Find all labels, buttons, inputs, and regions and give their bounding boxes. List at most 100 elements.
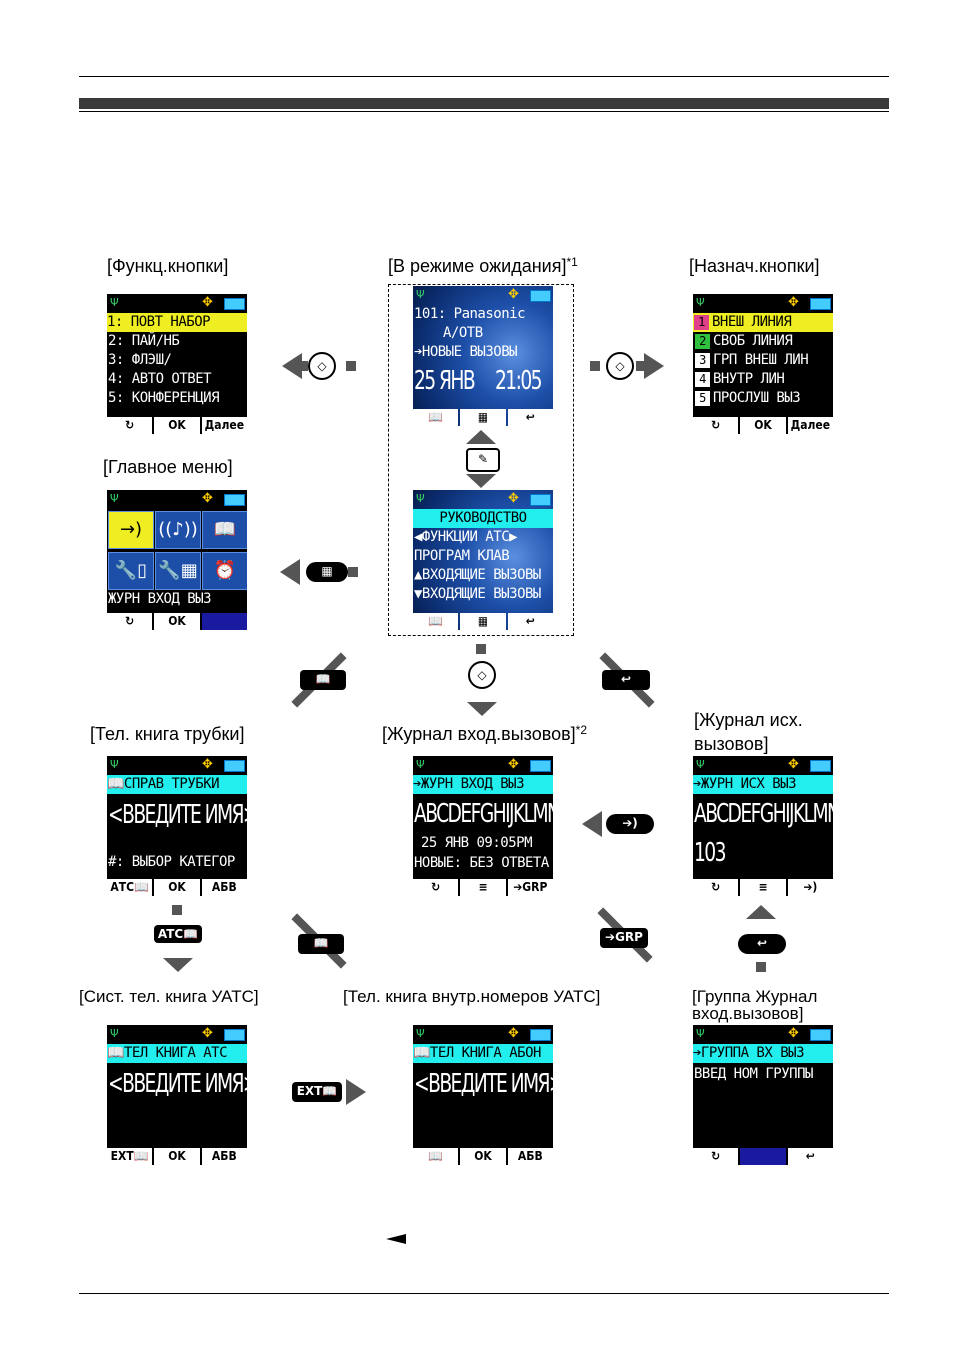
system-settings-icon: 🔧▦ — [155, 552, 201, 590]
soft-keys: 📖 ▦ ↩ — [413, 409, 553, 426]
soft-keys: ↻ ≡ ➔GRP — [413, 879, 553, 896]
incoming-log-name: ABCDEFGHIJKLMNOP — [414, 799, 553, 829]
soft-keys: ↻ OK Далее — [107, 417, 247, 434]
ext-phonebook-title: 📖ТЕЛ КНИГА АБОН — [413, 1044, 553, 1063]
standby-group-frame — [388, 284, 574, 636]
list-item: 4: АВТО ОТВЕТ — [108, 371, 212, 387]
arrow-tail — [348, 567, 358, 577]
soft-keys: EXT📖 OK АБВ — [107, 1148, 247, 1165]
soft-key-right: АБВ — [507, 1148, 553, 1165]
group-log-prompt: ВВЕД НОМ ГРУППЫ — [694, 1066, 813, 1082]
caption-func-keys: [Функц.кнопки] — [107, 256, 229, 276]
soft-key-center — [740, 1148, 786, 1165]
outgoing-log-number: 103 — [694, 838, 726, 868]
pbx-phonebook-title: 📖ТЕЛ КНИГА АТС — [107, 1044, 247, 1063]
soft-key-left: 📖 — [413, 409, 459, 426]
menu-selected-label: ЖУРН ВХОД ВЫЗ — [108, 591, 212, 607]
soft-key-center: ▦ — [460, 409, 506, 426]
menu-key-icon: ▦ — [306, 562, 348, 582]
standby-line-3: ➔НОВЫЕ ВЫЗОВЫ — [414, 344, 518, 360]
soft-key-center: ≡ — [460, 879, 506, 896]
top-rule — [79, 76, 889, 77]
arrow-tail — [346, 361, 356, 371]
phonebook-key-icon: 📖 — [300, 670, 346, 690]
caption-incoming-log: [Журнал вход.вызовов]*2 — [382, 723, 588, 744]
soft-key-center: OK — [154, 879, 200, 896]
screen-phonebook: Ψ✥ 📖СПРАВ ТРУБКИ <ВВЕДИТЕ ИМЯ> #: ВЫБОР … — [107, 756, 247, 896]
soft-key-center: ≡ — [740, 879, 786, 896]
handset-settings-icon: 🔧▯ — [108, 552, 154, 590]
arrow-down-icon — [467, 702, 497, 716]
soft-key-left: ↻ — [107, 613, 153, 630]
page-marker-icon — [386, 1234, 406, 1244]
soft-keys: ↻ OK Далее — [693, 417, 833, 434]
phonebook-hint: #: ВЫБОР КАТЕГОР — [108, 854, 235, 870]
arrow-up-icon — [466, 430, 496, 444]
caption-main-menu: [Главное меню] — [103, 457, 233, 477]
arrow-down-icon — [466, 474, 496, 488]
navigator-key-icon: ◇ — [308, 352, 336, 380]
soft-key-right: Далее — [201, 417, 247, 434]
soft-key-left: 📖 — [413, 1148, 459, 1165]
soft-key-right: ➔) — [787, 879, 833, 896]
soft-keys: ↻ ≡ ➔) — [693, 879, 833, 896]
pbx-phonebook-prompt: <ВВЕДИТЕ ИМЯ> — [108, 1069, 247, 1099]
alarm-clock-icon: ⏰ — [202, 552, 247, 590]
incoming-call-log-icon: →) — [108, 511, 154, 549]
caption-group-log-1: [Группа Журнал — [692, 987, 818, 1006]
menu-icon-grid: →) ((♪)) 📖 🔧▯ 🔧▦ ⏰ — [108, 511, 247, 590]
soft-keys: ↻ OK — [107, 613, 247, 630]
caption-phonebook: [Тел. книга трубки] — [90, 724, 245, 744]
arrow-left-icon — [582, 811, 602, 837]
standby-date: 25 ЯНВ — [414, 366, 476, 396]
phonebook-icon: 📖 — [202, 511, 247, 549]
list-item: 2: ПАЙ/НБ — [108, 333, 180, 349]
screen-main-menu: Ψ✥ →) ((♪)) 📖 🔧▯ 🔧▦ ⏰ ЖУРН ВХОД ВЫЗ ↻ OK — [107, 490, 247, 630]
list-item: ◀ФУНКЦИИ АТС▶ — [414, 529, 518, 545]
bottom-rule — [79, 1293, 889, 1294]
back-key-icon: ↩ — [738, 934, 786, 954]
soft-key-right: ↩ — [507, 613, 553, 630]
list-item: ▼ВХОДЯЩИЕ ВЫЗОВЫ — [414, 586, 541, 602]
soft-key-right — [201, 613, 247, 630]
soft-key-left: EXT📖 — [107, 1148, 153, 1165]
navigator-key-icon: ◇ — [468, 661, 496, 689]
phonebook-title: 📖СПРАВ ТРУБКИ — [107, 775, 247, 794]
atc-phonebook-key-icon: ATC📖 — [154, 925, 202, 943]
arrow-tail — [476, 644, 486, 654]
screen-ext-phonebook: Ψ✥ 📖ТЕЛ КНИГА АБОН <ВВЕДИТЕ ИМЯ> 📖 OK АБ… — [413, 1025, 553, 1165]
soft-key-right: Далее — [787, 417, 833, 434]
screen-standby: Ψ✥ 101: Panasonic A/OTB ➔НОВЫЕ ВЫЗОВЫ 25… — [413, 286, 553, 426]
arrow-right-icon — [644, 353, 664, 379]
list-item: ▲ВХОДЯЩИЕ ВЫЗОВЫ — [414, 567, 541, 583]
arrow-tail — [756, 962, 766, 972]
arrow-left-icon — [280, 559, 300, 585]
caption-standby: [В режиме ожидания]*1 — [388, 255, 578, 276]
soft-key-center: OK — [154, 1148, 200, 1165]
list-item: ПРОГРАМ КЛАВ — [414, 548, 510, 564]
soft-keys: 📖 OK АБВ — [413, 1148, 553, 1165]
phonebook-prompt: <ВВЕДИТЕ ИМЯ> — [108, 800, 247, 830]
back-key-icon: ↩ — [602, 670, 650, 690]
incoming-log-date: 25 ЯНВ 09:05PM — [421, 835, 533, 851]
soft-key-center: OK — [740, 417, 786, 434]
arrow-right-icon — [346, 1079, 366, 1105]
soft-key-left: ↻ — [413, 879, 459, 896]
caption-group-log-2: вход.вызовов] — [692, 1004, 804, 1023]
ringer-icon: ((♪)) — [155, 511, 201, 549]
standby-line-2: A/OTB — [443, 325, 483, 341]
screen-func-keys: Ψ✥ 1: ПОВТ НАБОР 2: ПАЙ/НБ 3: ФЛЭШ/ 4: А… — [107, 294, 247, 434]
arrow-tail — [172, 905, 182, 915]
outgoing-log-title: ➔ЖУРН ИСХ ВЫЗ — [693, 775, 833, 794]
incoming-log-status: НОВЫЕ: БЕЗ ОТВЕТА — [414, 855, 549, 871]
arrow-down-icon — [163, 958, 193, 972]
soft-key-center: ▦ — [460, 613, 506, 630]
soft-key-right: ➔GRP — [507, 879, 553, 896]
arrow-left-icon — [282, 353, 302, 379]
screen-incoming-log: Ψ✥ ➔ЖУРН ВХОД ВЫЗ ABCDEFGHIJKLMNOP 25 ЯН… — [413, 756, 553, 896]
list-item: 1: ПОВТ НАБОР — [107, 313, 247, 332]
